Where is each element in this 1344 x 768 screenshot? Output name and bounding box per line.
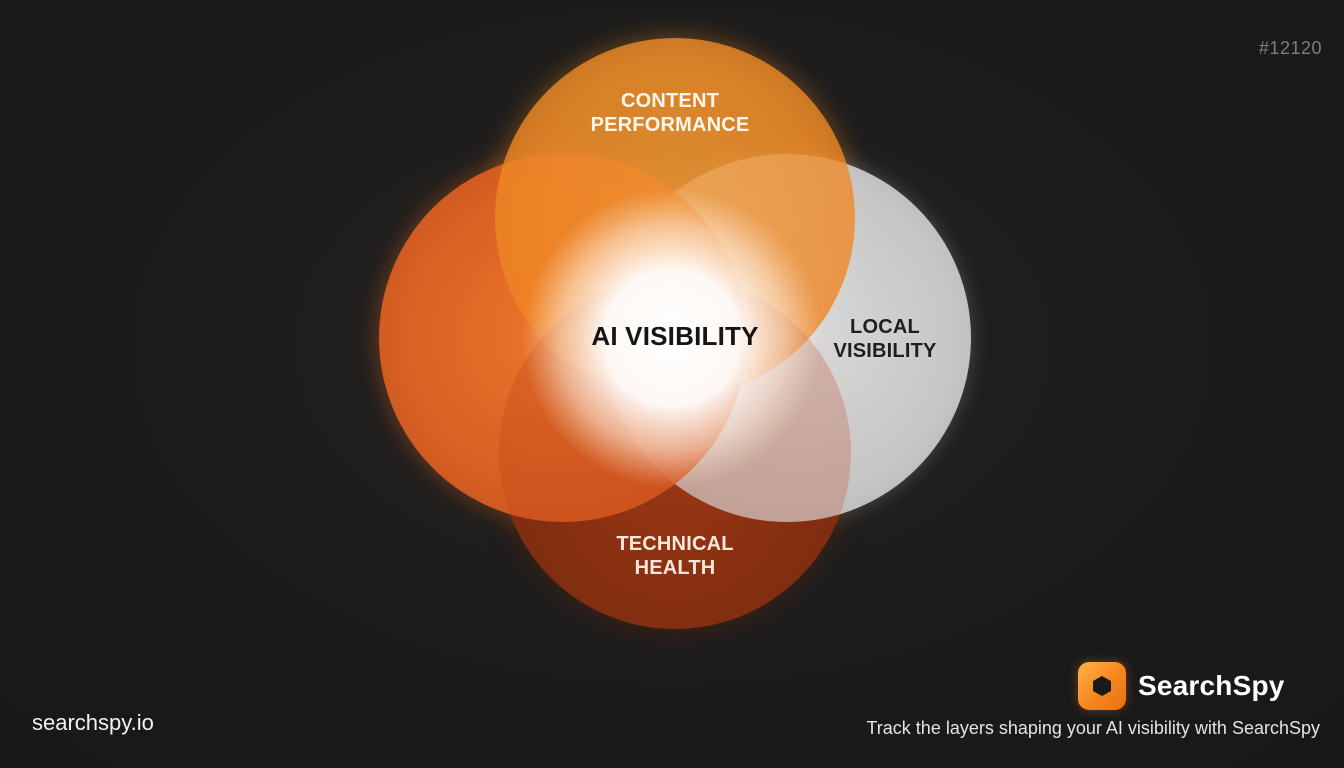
label-line: PERFORMANCE [590,114,750,136]
hexagon-icon [1078,662,1126,710]
slide-id: #12120 [1258,38,1322,58]
center-glow [522,188,822,488]
label-line: LOCAL [850,316,920,338]
brand-name: SearchSpy [1138,670,1285,701]
label-line: VISIBILITY [833,340,937,362]
label-line: CONTENT [620,90,720,112]
label-local-visibility: LOCAL VISIBILITY [820,315,950,363]
footer-url[interactable]: searchspy.io [32,710,154,735]
label-line: HEALTH [634,557,716,579]
tagline: Track the layers shaping your AI visibil… [866,718,1320,738]
label-line: TECHNICAL [616,533,734,555]
label-technical-health: TECHNICAL HEALTH [575,532,775,580]
center-label: AI VISIBILITY [591,321,759,351]
label-content-performance: CONTENT PERFORMANCE [570,89,770,137]
brand[interactable]: SearchSpy [1078,662,1285,710]
